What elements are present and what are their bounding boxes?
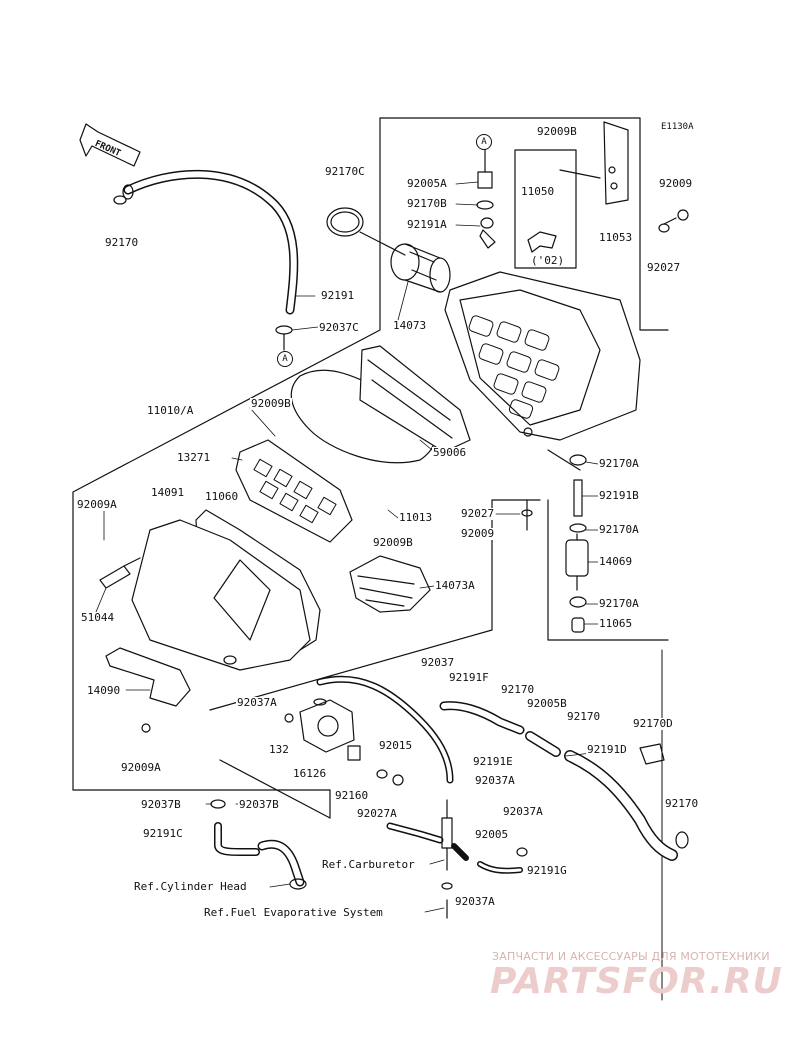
part-label[interactable]: 51044 [80,611,116,624]
part-label[interactable]: 11065 [598,617,634,630]
part-label[interactable]: 92027A [356,807,398,820]
watermark-logo: PARTSFOR.RU [490,961,783,1002]
part-label[interactable]: 92191C [142,827,184,840]
part-label[interactable]: 11013 [398,511,434,524]
part-label[interactable]: 92191A [406,218,448,231]
part-label[interactable]: 92009B [372,536,414,549]
part-label[interactable]: 14069 [598,555,634,568]
part-label[interactable]: 11010/A [146,404,195,417]
part-label[interactable]: 92160 [334,789,370,802]
part-label[interactable]: 92170C [324,165,366,178]
part-label[interactable]: 92191E [472,755,514,768]
part-label[interactable]: 92170B [406,197,448,210]
part-label[interactable]: 92009A [76,498,118,511]
part-label[interactable]: 92009 [658,177,694,190]
part-label[interactable]: 92037 [420,656,456,669]
part-label[interactable]: 16126 [292,767,328,780]
part-label[interactable]: 92037C [318,321,360,334]
part-label[interactable]: 92027 [460,507,496,520]
part-label[interactable]: 92037A [236,696,278,709]
part-label[interactable]: 92037B [238,798,280,811]
part-label[interactable]: 92170A [598,523,640,536]
part-label[interactable]: 92170 [664,797,700,810]
part-label[interactable]: 92015 [378,739,414,752]
callout-a-left: A [277,351,293,367]
part-label[interactable]: 92170A [598,457,640,470]
part-label[interactable]: 92191B [598,489,640,502]
part-label[interactable]: 92009A [120,761,162,774]
part-label[interactable]: 92005B [526,697,568,710]
part-label[interactable]: 92191D [586,743,628,756]
watermark-tagline: ЗАПЧАСТИ И АКСЕССУАРЫ ДЛЯ МОТОТЕХНИКИ [492,950,770,963]
part-label[interactable]: 92009 [460,527,496,540]
part-label[interactable]: ('02) [530,254,566,267]
part-label[interactable]: 92037A [454,895,496,908]
callout-a-top: A [476,134,492,150]
reference-cylinder-head[interactable]: Ref.Cylinder Head [134,880,247,893]
part-label[interactable]: 92005 [474,828,510,841]
part-label[interactable]: 13271 [176,451,212,464]
part-label[interactable]: 92037A [502,805,544,818]
part-label[interactable]: 92005A [406,177,448,190]
part-label[interactable]: 14073A [434,579,476,592]
part-label[interactable]: 92170 [566,710,602,723]
reference-carburetor[interactable]: Ref.Carburetor [322,858,415,871]
part-label[interactable]: 92009B [536,125,578,138]
part-label[interactable]: 14091 [150,486,186,499]
part-label[interactable]: 92170D [632,717,674,730]
part-label[interactable]: 92009B [250,397,292,410]
part-label[interactable]: 92170 [104,236,140,249]
part-label[interactable]: 92037A [474,774,516,787]
part-label[interactable]: 92170A [598,597,640,610]
part-label[interactable]: 11053 [598,231,634,244]
part-label[interactable]: 14090 [86,684,122,697]
part-label[interactable]: 92027 [646,261,682,274]
reference-fuel-evaporative-system[interactable]: Ref.Fuel Evaporative System [204,906,383,919]
part-label[interactable]: 11060 [204,490,240,503]
part-label[interactable]: 59006 [432,446,468,459]
part-label[interactable]: 92191F [448,671,490,684]
part-label[interactable]: 11050 [520,185,556,198]
part-label[interactable]: 92170 [500,683,536,696]
part-label[interactable]: 132 [268,743,290,756]
part-label[interactable]: 92191 [320,289,356,302]
part-label[interactable]: 14073 [392,319,428,332]
diagram-code: E1130A [661,122,694,132]
part-label[interactable]: 92037B [140,798,182,811]
part-label[interactable]: 92191G [526,864,568,877]
